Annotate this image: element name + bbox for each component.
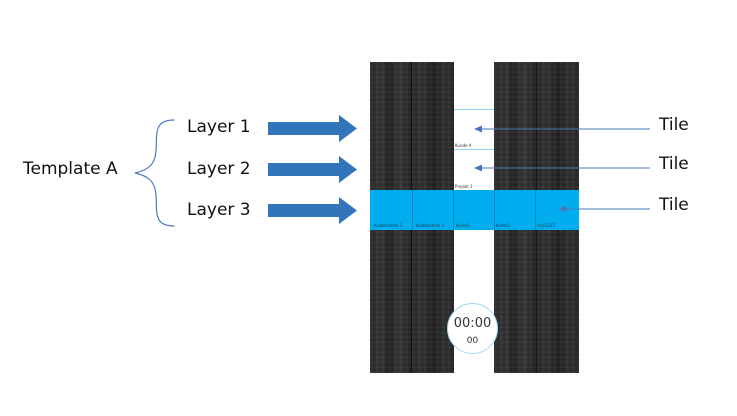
band-separator bbox=[412, 190, 413, 230]
layer-1-arrow bbox=[268, 115, 357, 142]
timer-button[interactable]: 00:00 00 bbox=[447, 303, 498, 354]
timer-time: 00:00 bbox=[453, 316, 492, 331]
tile-label-2: Tile bbox=[659, 154, 689, 174]
band-separator bbox=[453, 190, 454, 230]
layer-3-arrow bbox=[268, 197, 357, 224]
projekt-label: Projekt 1 bbox=[455, 184, 473, 189]
band-label-3: Konto1 bbox=[456, 223, 470, 228]
band-label-1: Kostenstelle 3 bbox=[374, 223, 403, 228]
layer-brace bbox=[134, 119, 175, 227]
layer-2-arrow bbox=[268, 156, 357, 183]
layer-2-label: Layer 2 bbox=[187, 159, 251, 179]
band-separator bbox=[494, 190, 495, 230]
layer-3-tile-band[interactable]: Kostenstelle 3 Kostenstelle 4 Konto1 Kon… bbox=[370, 190, 579, 230]
tile-row-line-1 bbox=[454, 109, 494, 110]
timer-subvalue: 00 bbox=[466, 336, 479, 346]
template-label: Template A bbox=[23, 159, 118, 179]
tile-row-line-2 bbox=[454, 149, 494, 150]
band-label-5: test1237 bbox=[537, 223, 555, 228]
band-label-4: Konto2 bbox=[496, 223, 510, 228]
layer-1-label: Layer 1 bbox=[187, 117, 251, 137]
tile-2-connector-arrow bbox=[474, 164, 650, 172]
kunde-label: Kunde A bbox=[455, 143, 472, 148]
tile-label-1: Tile bbox=[659, 115, 689, 135]
band-separator bbox=[535, 190, 536, 230]
band-label-2: Kostenstelle 4 bbox=[416, 223, 445, 228]
layer-3-label: Layer 3 bbox=[187, 200, 251, 220]
tile-3-connector-arrow bbox=[558, 205, 650, 213]
tile-label-3: Tile bbox=[659, 195, 689, 215]
tile-1-connector-arrow bbox=[474, 125, 650, 133]
